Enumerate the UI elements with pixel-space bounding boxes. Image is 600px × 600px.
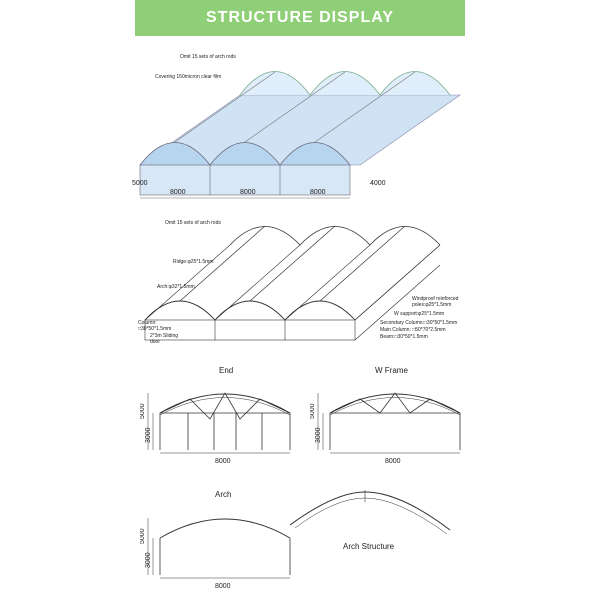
w-frame-title: W Frame xyxy=(375,366,408,375)
label-sliding-door: 2*3m Sliding door xyxy=(150,333,179,345)
w-frame-drawing: 8000 5000 3000 xyxy=(310,392,461,465)
label-secondary-column: Secondary Column:□30*50*1.5mm xyxy=(380,320,458,326)
dim-span-3: 8000 xyxy=(310,189,326,196)
dim-height: 5000 xyxy=(132,180,148,187)
end-total-height-dim: 5000 xyxy=(140,403,146,419)
banner-title: STRUCTURE DISPLAY xyxy=(206,9,394,26)
label-omit-arch-rods: Omit 15 sets of arch rods xyxy=(180,54,236,60)
arch-structure-title: Arch Structure xyxy=(343,542,395,551)
label-covering-film: Covering 150micron clear film xyxy=(155,74,222,80)
arch-structure-drawing xyxy=(289,490,451,535)
label-beam: Beam:□30*50*1.5mm xyxy=(380,334,428,340)
end-width-dim: 8000 xyxy=(215,458,231,465)
dim-span-1: 8000 xyxy=(170,189,186,196)
label-arch-spec: Arch:φ32*1.5mm xyxy=(157,284,195,290)
dim-bay: 4000 xyxy=(370,180,386,187)
arch-total-height-dim: 5000 xyxy=(140,528,146,544)
label-ridge: Ridge:φ25*1.5mm xyxy=(173,259,214,265)
end-elevation-drawing: 8000 5000 3000 xyxy=(140,392,291,465)
label-column: Column: □30*50*1.5mm xyxy=(138,320,172,332)
label-omit-arch-rods-frame: Omit 15 sets of arch rods xyxy=(165,220,221,226)
w-frame-wall-height-dim: 3000 xyxy=(315,427,322,443)
dim-span-2: 8000 xyxy=(240,189,256,196)
covered-greenhouse-drawing: 5000 8000 8000 8000 4000 xyxy=(132,71,461,199)
label-main-column: Main Column: □50*70*2.5mm xyxy=(380,327,446,333)
w-frame-width-dim: 8000 xyxy=(385,458,401,465)
arch-wall-height-dim: 3000 xyxy=(145,552,152,568)
label-w-support: W support:φ25*1.5mm xyxy=(394,311,445,317)
w-frame-total-height-dim: 5000 xyxy=(310,403,316,419)
arch-elevation-drawing: 8000 5000 3000 xyxy=(140,518,291,590)
title-banner: STRUCTURE DISPLAY xyxy=(135,0,465,36)
end-wall-height-dim: 3000 xyxy=(145,427,152,443)
arch-width-dim: 8000 xyxy=(215,583,231,590)
end-title: End xyxy=(219,366,234,375)
label-windproof: Windproof reinforced poles:φ25*1.5mm xyxy=(412,296,459,308)
arch-title: Arch xyxy=(215,490,232,499)
steel-frame-drawing xyxy=(144,225,441,341)
